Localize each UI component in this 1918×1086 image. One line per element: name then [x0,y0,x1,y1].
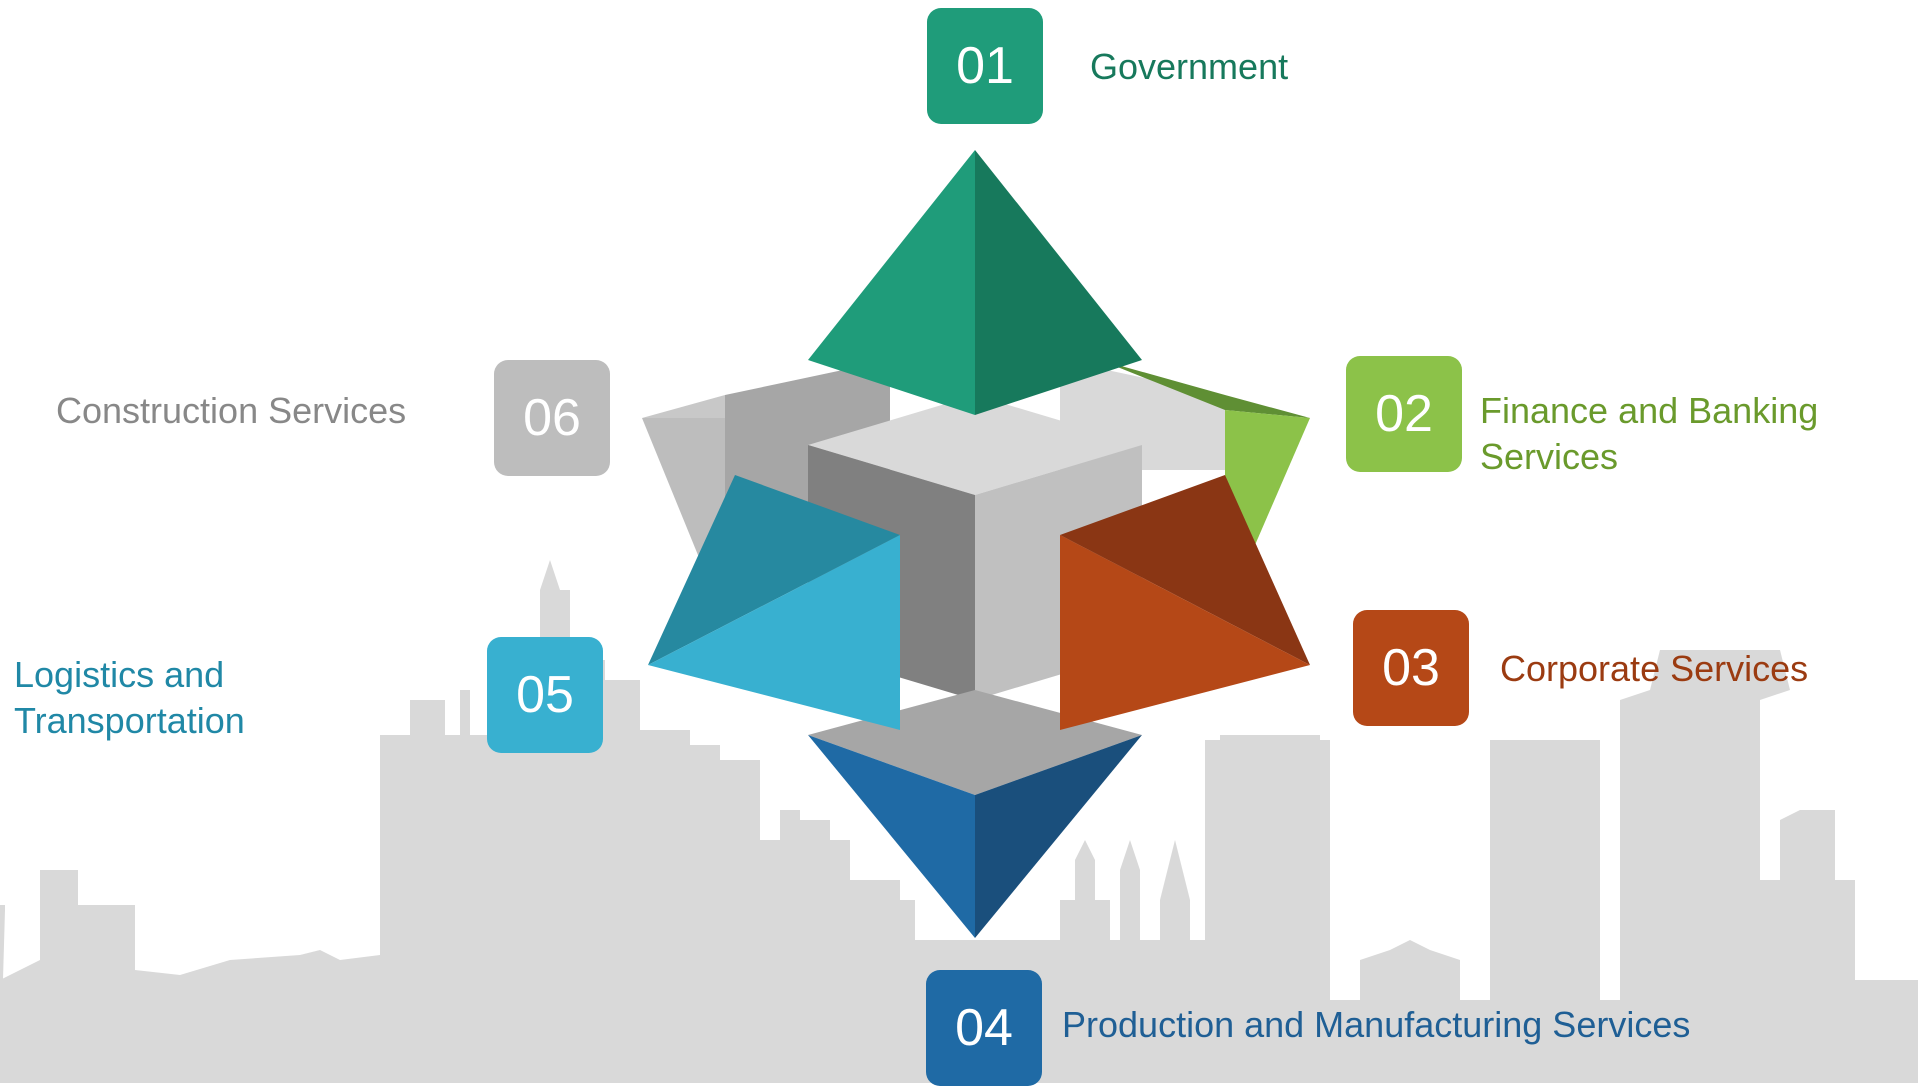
label-construction-services: Construction Services [56,390,407,431]
label-finance-banking: Finance and Banking Services [1480,388,1906,480]
logistics-arm-dark [648,475,900,665]
badge-01-government: 01 [927,8,1043,124]
construction-arm-face [642,418,725,560]
production-pyramid-left [808,735,975,938]
production-pyramid-right [975,735,1142,938]
corporate-arm-light [1060,535,1310,730]
badge-03-corporate: 03 [1353,610,1469,726]
government-pyramid-left [808,150,975,415]
badge-06-construction: 06 [494,360,610,476]
government-pyramid-right [975,150,1142,415]
skyline-silhouette [0,560,1918,1083]
finance-arm-face [1225,410,1310,545]
label-corporate-services: Corporate Services [1500,648,1809,689]
corporate-arm-dark [1060,475,1310,665]
label-production-manufacturing: Production and Manufacturing Services [1062,1004,1691,1045]
badge-04-production: 04 [926,970,1042,1086]
label-government: Government [1090,46,1289,87]
badge-05-logistics: 05 [487,637,603,753]
badge-02-finance: 02 [1346,356,1462,472]
label-finance-line1: Finance and Banking [1480,390,1819,431]
label-logistics-transportation: Logistics and Transportation [14,652,442,744]
label-logistics-line2: Transportation [14,700,245,741]
label-logistics-line1: Logistics and [14,654,225,695]
isometric-cube-star [642,150,1310,938]
logistics-arm-light [648,535,900,730]
city-skyline [0,560,1918,1083]
label-finance-line2: Services [1480,436,1619,477]
